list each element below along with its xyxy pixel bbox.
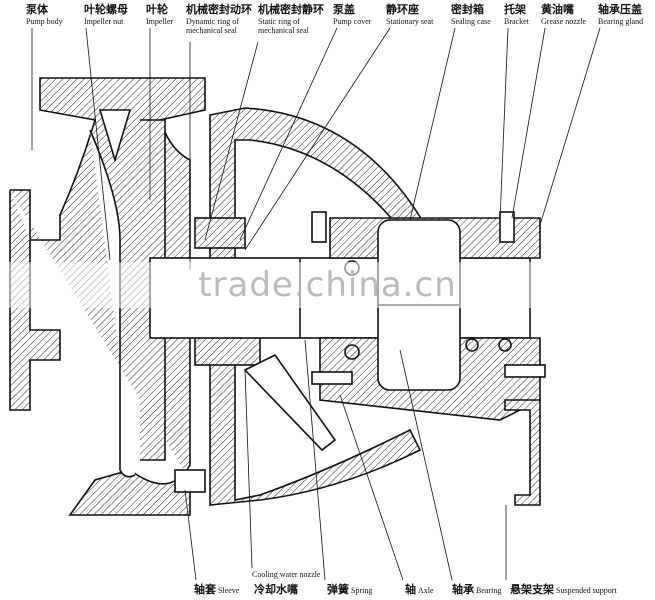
label-cn: 冷却水嘴 bbox=[254, 584, 298, 596]
label-cn: 泵盖 bbox=[333, 4, 355, 16]
label-cn: 静环座 bbox=[386, 4, 419, 16]
label-cn: 轴套 bbox=[194, 584, 216, 596]
label-cn: 机械密封静环 bbox=[258, 4, 324, 16]
label-en: Impeller bbox=[146, 17, 174, 26]
label-en: Grease nozzle bbox=[541, 17, 587, 26]
label-cn: 叶轮 bbox=[146, 4, 168, 16]
label-en: Suspended support bbox=[556, 586, 617, 595]
label-cn: 叶轮螺母 bbox=[84, 4, 128, 16]
label-en: Pump cover bbox=[333, 17, 372, 26]
label-en: Bearing bbox=[476, 586, 502, 595]
label-en: Sleeve bbox=[218, 586, 240, 595]
label-cn: 密封箱 bbox=[451, 4, 484, 16]
label-cn: 泵体 bbox=[26, 4, 48, 16]
label-cn: 轴承 bbox=[452, 584, 474, 596]
label-cooling-nozzle-en: Cooling water nozzle bbox=[252, 570, 321, 579]
label-cn: 悬架支架 bbox=[510, 584, 554, 596]
label-en: Stationary seat bbox=[386, 17, 434, 26]
label-en: Static ring of mechanical seal bbox=[258, 17, 309, 35]
label-cn: 弹簧 bbox=[327, 584, 349, 596]
label-cn: 轴承压盖 bbox=[598, 4, 642, 16]
label-cooling-nozzle: 冷却水嘴 bbox=[254, 582, 298, 597]
label-en: Impeller nut bbox=[84, 17, 124, 26]
suspended-support bbox=[504, 399, 541, 506]
watermark: trade.china.cn bbox=[0, 262, 655, 308]
label-cn: 轴 bbox=[405, 584, 416, 596]
label-cn: 机械密封动环 bbox=[186, 4, 252, 16]
label-en: Sealing case bbox=[451, 17, 491, 26]
label-en: Dynamic ring of mechanical seal bbox=[186, 17, 239, 35]
bracket-dome bbox=[209, 107, 427, 506]
label-en: Spring bbox=[351, 586, 373, 595]
label-en: Bracket bbox=[504, 17, 529, 26]
label-cn: 托架 bbox=[504, 4, 526, 16]
label-en: Pump body bbox=[26, 17, 63, 26]
label-en: Axle bbox=[418, 586, 434, 595]
label-en: Bearing gland bbox=[598, 17, 644, 26]
leader-lines bbox=[31, 27, 601, 581]
label-cn: 黄油嘴 bbox=[541, 4, 574, 16]
